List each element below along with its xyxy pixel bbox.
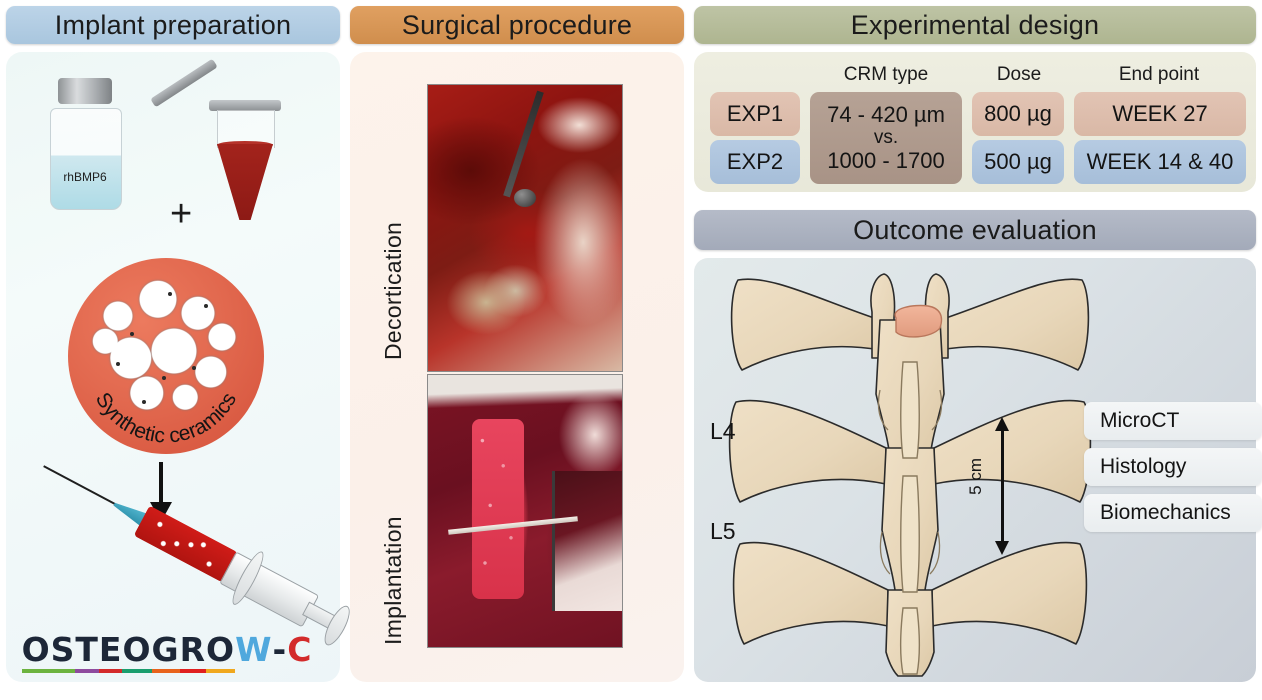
ceramic-speck xyxy=(142,400,146,404)
logo-letter: - xyxy=(272,630,288,669)
crm-type-line-2: vs. xyxy=(873,127,899,149)
experimental-design-header: Experimental design xyxy=(694,6,1256,44)
group-cell-exp2: EXP2 xyxy=(710,140,800,184)
rhbmp6-vial-illustration: rhBMP6 xyxy=(48,78,122,210)
crm-type-line-1: 74 - 420 µm xyxy=(827,101,945,127)
logo-letter: W xyxy=(235,630,273,669)
outcome-method-histology[interactable]: Histology xyxy=(1084,448,1262,486)
ceramic-speck xyxy=(204,304,208,308)
logo-letter: O xyxy=(21,630,51,673)
outcome-method-microct[interactable]: MicroCT xyxy=(1084,402,1262,440)
tube-rim-icon xyxy=(209,100,281,111)
syringe-loaded-implant xyxy=(133,505,238,583)
osteogrow-c-logo: OSTEOGROW-C xyxy=(0,630,334,673)
vial-body xyxy=(50,108,122,210)
blood-tube-illustration xyxy=(150,58,281,222)
crm-type-cell: 74 - 420 µm vs. 1000 - 1700 xyxy=(810,92,962,184)
retractor-icon xyxy=(552,471,622,611)
outcome-method-biomechanics[interactable]: Biomechanics xyxy=(1084,494,1262,532)
column-header-crm-type: CRM type xyxy=(843,64,929,85)
tube-blood xyxy=(217,144,273,220)
implantation-label: Implantation xyxy=(380,516,406,645)
dose-cell-exp1: 800 µg xyxy=(972,92,1064,136)
syringe-needle-icon xyxy=(43,465,119,507)
logo-letter: O xyxy=(206,630,236,673)
vial-cap-icon xyxy=(58,78,112,104)
ceramic-speck xyxy=(162,376,166,380)
endpoint-cell-exp1: WEEK 27 xyxy=(1074,92,1246,136)
ceramic-speck xyxy=(116,362,120,366)
endpoint-cell-exp2: WEEK 14 & 40 xyxy=(1074,140,1246,184)
decortication-label: Decortication xyxy=(380,221,406,360)
logo-letter: E xyxy=(98,630,123,673)
logo-letter: C xyxy=(287,630,313,669)
surgical-bur-icon xyxy=(514,189,536,207)
dose-cell-exp2: 500 µg xyxy=(972,140,1064,184)
lumbar-vertebrae-illustration xyxy=(700,262,1120,680)
ceramic-speck xyxy=(192,366,196,370)
logo-letter: G xyxy=(151,630,180,673)
column-header-dose: Dose xyxy=(996,64,1042,85)
column-header-end-point: End point xyxy=(1118,64,1200,85)
dimension-arrow-icon xyxy=(995,417,1009,555)
surgical-procedure-header: Surgical procedure xyxy=(350,6,684,44)
dimension-label: 5 cm xyxy=(966,458,985,495)
logo-letter: T xyxy=(75,630,99,673)
vertebra-label-l4: L4 xyxy=(710,418,736,444)
surgical-instrument-icon xyxy=(503,90,544,198)
logo-letter: R xyxy=(179,630,207,673)
group-cell-exp1: EXP1 xyxy=(710,92,800,136)
implantation-photo xyxy=(427,374,623,648)
vertebra-label-l5: L5 xyxy=(710,518,736,544)
synthetic-ceramics-circle xyxy=(68,258,264,454)
outcome-evaluation-header: Outcome evaluation xyxy=(694,210,1256,250)
ceramic-speck xyxy=(130,332,134,336)
logo-letter: S xyxy=(50,630,76,673)
logo-letter: O xyxy=(122,630,152,673)
crm-type-line-3: 1000 - 1700 xyxy=(827,147,945,173)
decortication-photo xyxy=(427,84,623,372)
vial-label: rhBMP6 xyxy=(63,170,107,184)
implant-graft-strip xyxy=(472,419,524,599)
implant-preparation-header: Implant preparation xyxy=(6,6,340,44)
synthetic-ceramics-caption: Synthetic ceramics xyxy=(68,258,264,454)
plus-sign-icon: + xyxy=(170,193,193,235)
ceramic-speck xyxy=(168,292,172,296)
ceramic-granules-illustration xyxy=(86,274,246,414)
